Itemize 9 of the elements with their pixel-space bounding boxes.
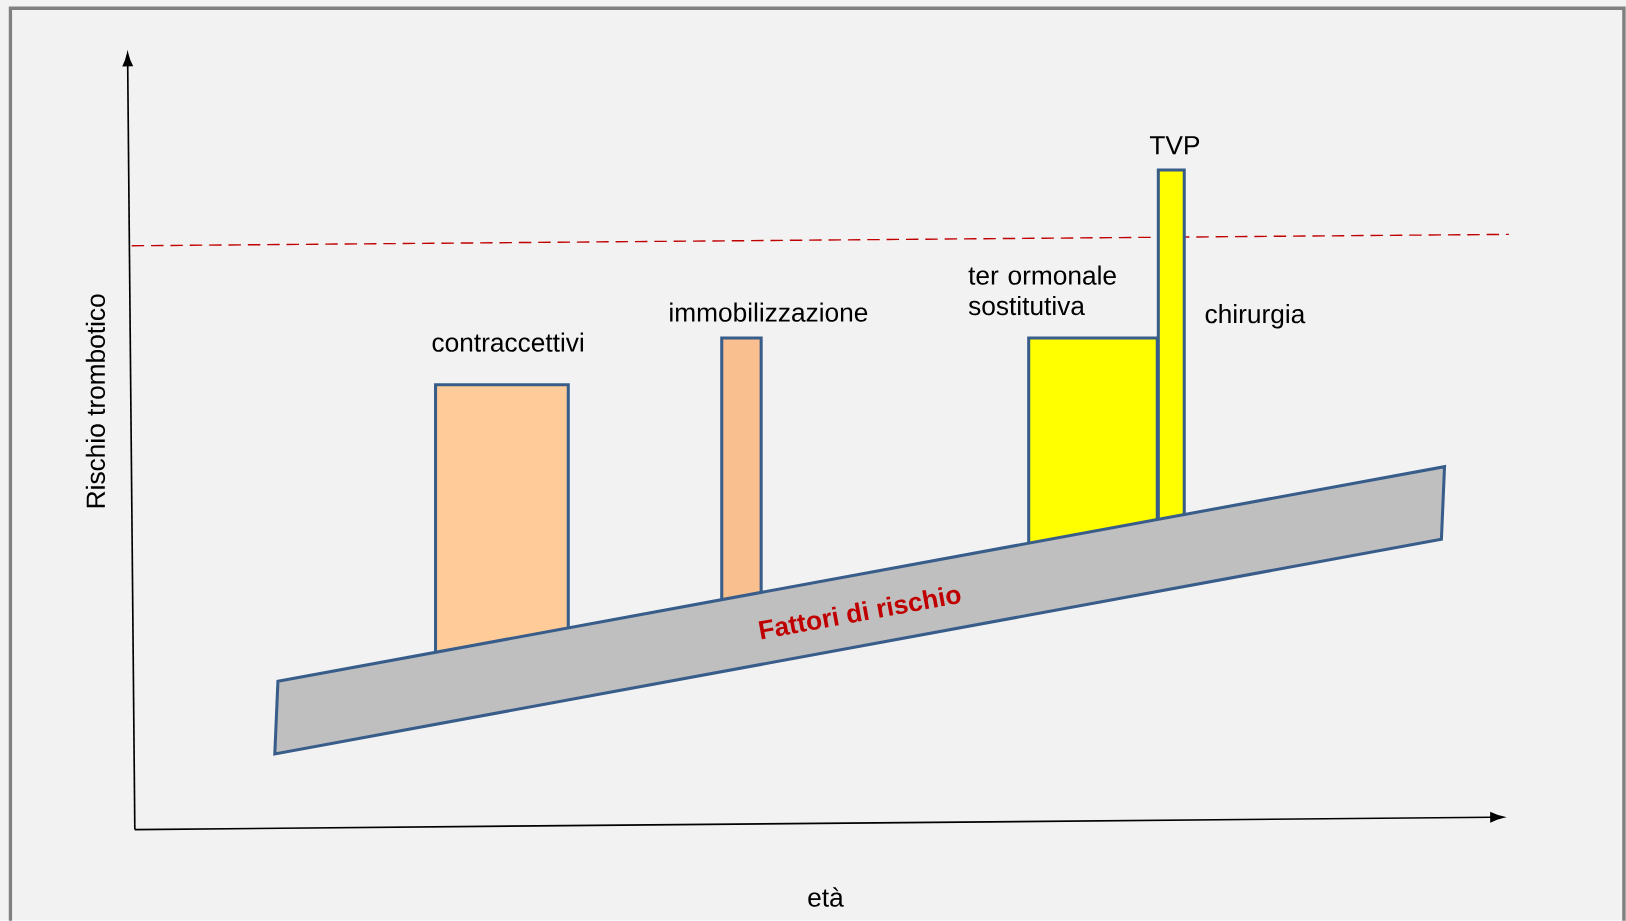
band: [273, 464, 1447, 756]
bar-label: TVP: [1149, 136, 1200, 155]
bar-label: chirurgia: [1205, 304, 1306, 329]
axis-label: Rischio trombotico: [85, 294, 106, 508]
bar-label: contraccettivi: [432, 332, 583, 352]
axis-label: età: [808, 887, 844, 907]
bar-label: ter ormonale sostitutiva: [968, 265, 1116, 316]
bar-label: immobilizzazione: [670, 302, 868, 322]
band-label: Fattori di rischio: [758, 587, 961, 640]
